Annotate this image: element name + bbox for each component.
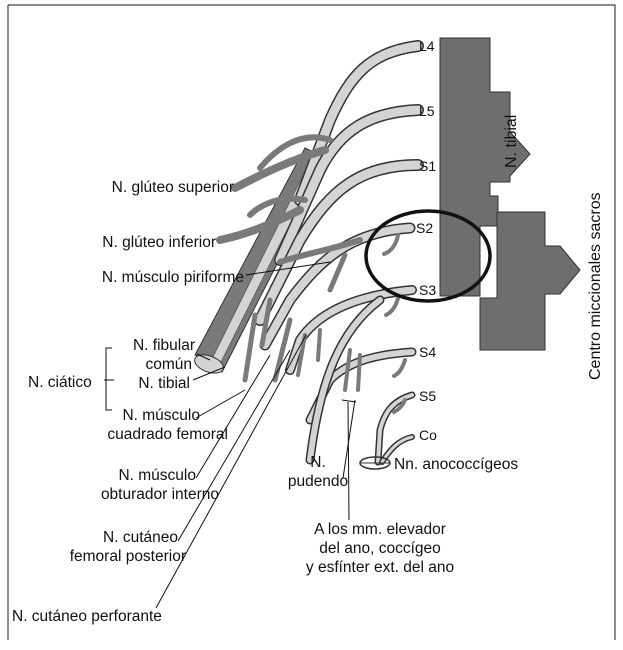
label-obturador-2: obturador interno xyxy=(101,486,219,503)
label-pudendo-2: pudendo xyxy=(288,473,348,490)
label-cuadrado-1: N. músculo xyxy=(122,407,200,424)
label-ciatico: N. ciático xyxy=(28,374,92,391)
root-label: S4 xyxy=(419,344,436,360)
nerve-roots xyxy=(260,46,418,462)
label-cutaneo-femoral-2: femoral posterior xyxy=(70,548,186,565)
root-label: S1 xyxy=(419,158,436,174)
label-obturador-1: N. músculo xyxy=(118,467,196,484)
label-elevador-2: del ano, coccígeo xyxy=(319,540,441,557)
root-label: S3 xyxy=(419,282,436,298)
label-elevador-3: y esfínter ext. del ano xyxy=(306,559,454,576)
label-perforante: N. cutáneo perforante xyxy=(12,608,162,625)
label-tibial-arrow: N. tibial xyxy=(503,115,520,168)
label-elevador-1: A los mm. elevador xyxy=(314,521,446,538)
label-fibular-2: común xyxy=(145,356,192,373)
micturition-center-arrow xyxy=(480,212,580,350)
root-label: L5 xyxy=(419,103,435,119)
label-cuadrado-2: cuadrado femoral xyxy=(107,426,228,443)
label-gluteo-inferior: N. glúteo inferior xyxy=(102,234,216,251)
root-label: L4 xyxy=(419,38,435,54)
label-centro-miccionales: Centro miccionales sacros xyxy=(587,192,604,380)
label-tibial-small: N. tibial xyxy=(138,375,190,392)
label-gluteo-superior: N. glúteo superior xyxy=(112,179,234,196)
root-label: S2 xyxy=(416,220,433,236)
label-anococcigeos: Nn. anococcígeos xyxy=(394,456,518,473)
label-cutaneo-femoral-1: N. cutáneo xyxy=(103,529,178,546)
label-piriforme: N. músculo piriforme xyxy=(102,269,244,286)
root-labels: L4 L5 S1 S2 S3 S4 S5 Co xyxy=(416,38,437,443)
root-label: S5 xyxy=(419,388,436,404)
label-fibular-1: N. fibular xyxy=(133,337,195,354)
label-pudendo-1: N. xyxy=(310,454,326,471)
root-label: Co xyxy=(419,427,437,443)
